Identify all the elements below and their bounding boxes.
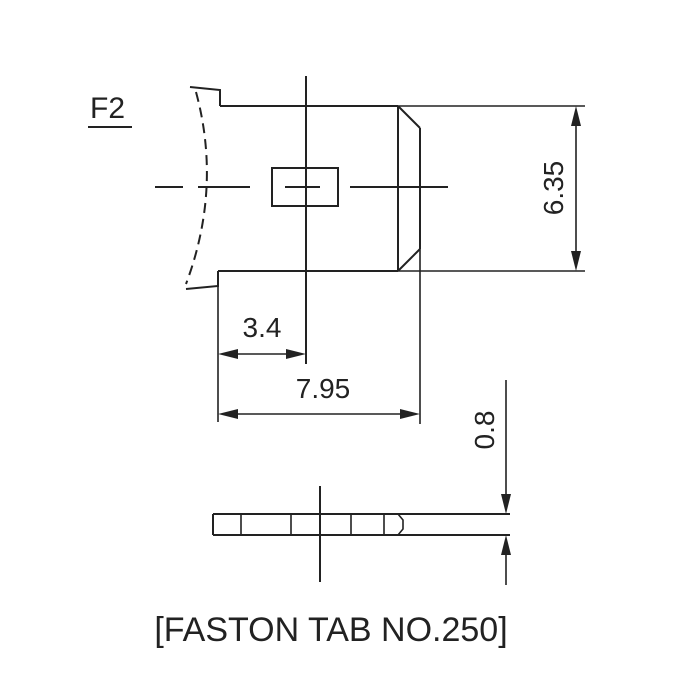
dim-hole-offset-label: 3.4 bbox=[243, 312, 282, 343]
dim-thickness-label: 0.8 bbox=[469, 411, 500, 450]
drawing-caption: [FASTON TAB NO.250] bbox=[154, 611, 507, 649]
tab-top-view bbox=[155, 76, 448, 364]
dim-height-label: 6.35 bbox=[538, 161, 569, 216]
part-label: F2 bbox=[90, 92, 125, 125]
tab-side-view bbox=[212, 486, 510, 582]
dim-length-label: 7.95 bbox=[296, 373, 351, 404]
dim-thickness: 0.8 bbox=[469, 380, 511, 585]
dim-length: 7.95 bbox=[218, 249, 421, 424]
dim-hole-offset: 3.4 bbox=[217, 286, 306, 422]
dim-height: 6.35 bbox=[398, 105, 585, 272]
